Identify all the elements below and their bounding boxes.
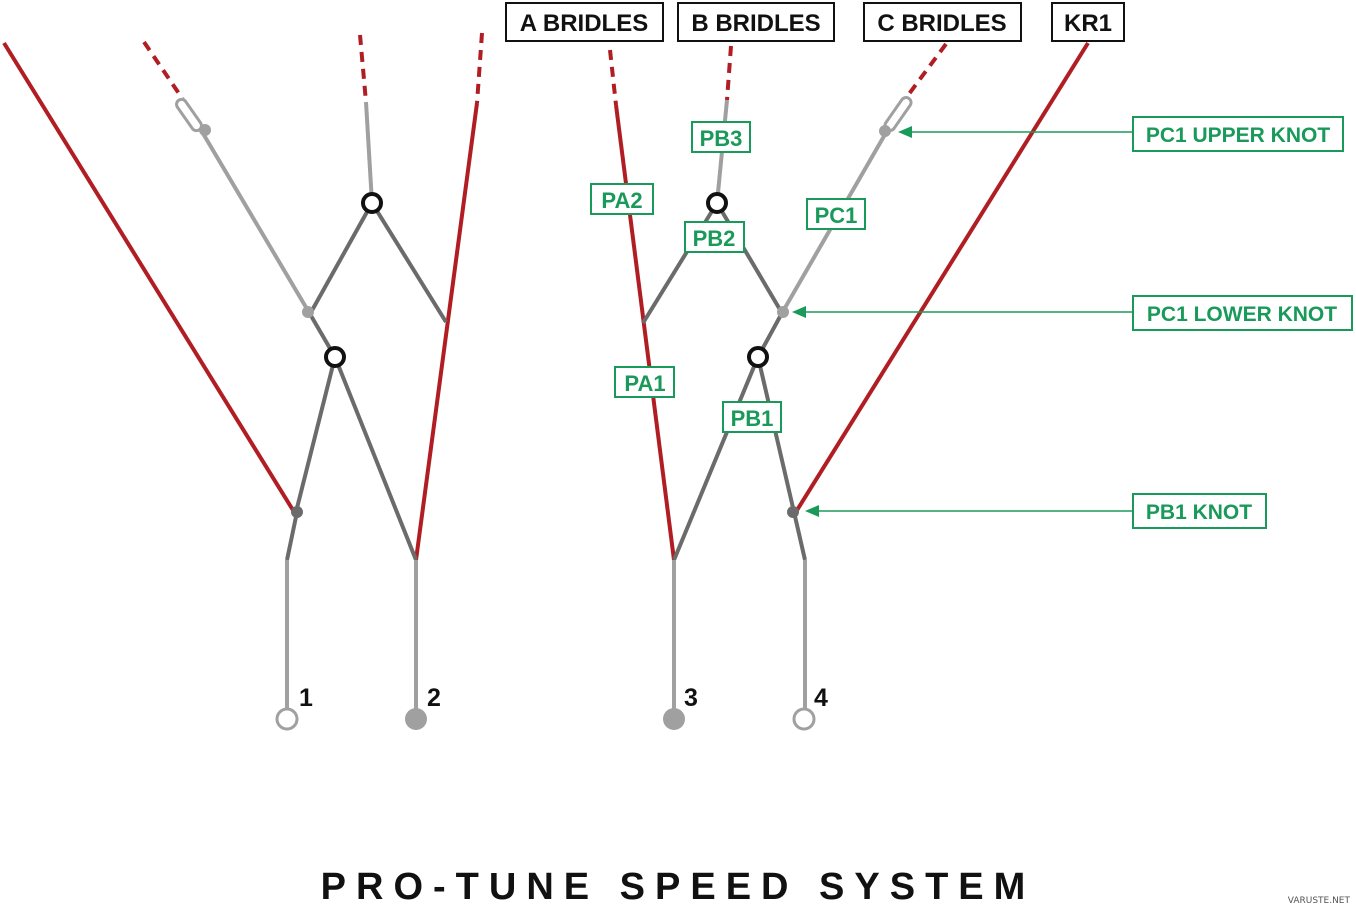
left-short-dark	[285, 511, 299, 561]
left-red-dash	[475, 32, 484, 104]
left-lower-ring-line-a	[294, 356, 337, 513]
pc1-lower-knot-dot	[777, 306, 789, 318]
pc1-tag: PC1	[815, 203, 858, 228]
pc1-lower-knot-label: PC1 LOWER KNOT	[1147, 303, 1337, 326]
left-sleeve-knot	[199, 124, 211, 136]
pb1-knot-arrowhead	[805, 505, 819, 517]
pc1-upper-knot-dot	[879, 125, 891, 137]
pc1-upper-arrowhead	[898, 126, 912, 138]
handle-2-number: 2	[427, 684, 441, 712]
pa1-tag: PA1	[624, 371, 665, 396]
handle-4-ring	[792, 707, 816, 731]
pa2-tag: PA2	[601, 188, 642, 213]
handle-3-dot	[663, 708, 685, 730]
handle-3-number: 3	[684, 684, 698, 712]
left-upper-ring	[361, 192, 383, 214]
a-bridles-label: A BRIDLES	[520, 10, 648, 37]
left-center-dash	[358, 34, 368, 103]
b-bridle-dash	[725, 45, 733, 101]
watermark: VARUSTE.NET	[1287, 896, 1350, 906]
left-upper-ring-line-b	[370, 201, 448, 324]
left-upper-knot	[302, 306, 314, 318]
right-bridle-system	[608, 41, 1090, 731]
left-red-line-inner	[414, 102, 479, 561]
handle-1-number: 1	[299, 684, 313, 712]
c-bridle-dash	[904, 42, 948, 100]
c-bridles-label: C BRIDLES	[877, 10, 1006, 37]
left-gray-dash	[142, 40, 184, 100]
kr1-red-line	[792, 41, 1090, 517]
line-tags: PB3 PA2 PC1 PB2 PA1 PB1	[590, 121, 866, 433]
handle-numbers: 1 2 3 4	[299, 684, 828, 712]
a-bridle-red-line	[614, 104, 676, 561]
a-bridle-dash	[608, 49, 618, 106]
left-red-line-outer	[2, 41, 298, 517]
right-short-dark	[792, 511, 807, 561]
left-center-gray	[364, 101, 374, 204]
pc1-upper-knot-label: PC1 UPPER KNOT	[1146, 124, 1331, 147]
pb1-knot-label: PB1 KNOT	[1146, 501, 1252, 524]
callouts: PC1 UPPER KNOT PC1 LOWER KNOT PB1 KNOT	[792, 116, 1353, 529]
handle-2-dot	[405, 708, 427, 730]
b-upper-ring	[706, 192, 728, 214]
b-lower-ring	[747, 346, 769, 368]
header-labels: A BRIDLES B BRIDLES C BRIDLES KR1	[505, 2, 1125, 42]
left-upper-ring-line-a	[308, 202, 374, 315]
pb2-tag: PB2	[693, 226, 736, 251]
b-bridles-label: B BRIDLES	[691, 10, 820, 37]
diagram-title: PRO-TUNE SPEED SYSTEM	[320, 866, 1036, 908]
pb2-line-b	[715, 201, 784, 315]
left-lower-ring	[324, 346, 346, 368]
pc1-lower-arrowhead	[792, 306, 806, 318]
pb1-line-b	[756, 356, 796, 513]
left-lower-ring-line-b	[333, 356, 418, 561]
left-bridle-system	[2, 32, 484, 731]
pb1-tag: PB1	[731, 406, 774, 431]
handle-1-ring	[275, 707, 299, 731]
pb1-line-a	[672, 356, 760, 561]
pb3-tag: PB3	[700, 126, 743, 151]
kr1-label: KR1	[1064, 10, 1112, 37]
left-sleeve	[175, 97, 203, 133]
handle-4-number: 4	[814, 684, 828, 712]
